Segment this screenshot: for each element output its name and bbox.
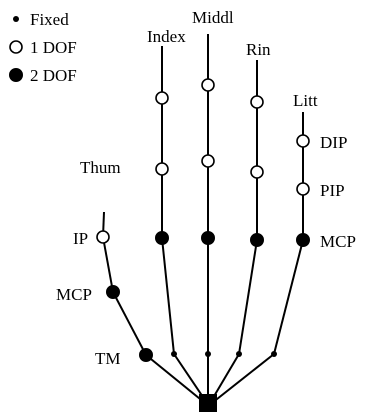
middle-mcp-joint [201, 231, 215, 245]
ring-dip-joint [250, 95, 264, 109]
joints [96, 78, 310, 362]
ring-metacarpal [238, 239, 258, 355]
middle-dip-joint [201, 78, 215, 92]
joint-label-mcp: MCP [320, 232, 356, 251]
joint-labels: DIP PIP MCP IP MCP TM [56, 133, 356, 368]
thumb-proximal [102, 236, 114, 293]
joint-label-pip: PIP [320, 181, 345, 200]
index-metacarpal [161, 237, 175, 355]
finger-label-index: Index [147, 27, 186, 46]
finger-label-little: Litt [293, 91, 318, 110]
middle-pip-joint [201, 154, 215, 168]
legend-1dof-label: 1 DOF [30, 38, 77, 57]
joint-label-dip: DIP [320, 133, 347, 152]
legend-fixed-marker [13, 16, 19, 22]
legend-2dof-label: 2 DOF [30, 66, 77, 85]
finger-label-thumb: Thum [80, 158, 121, 177]
ring-fixed-joint [236, 351, 242, 357]
thumb-mcp-joint [106, 285, 120, 299]
middle-fixed-joint [205, 351, 211, 357]
index-fixed-joint [171, 351, 177, 357]
index-dip-joint [155, 91, 169, 105]
wrist-base [199, 394, 217, 412]
thumb-metacarpal [112, 291, 147, 356]
ring-pip-joint [250, 165, 264, 179]
legend-1dof-marker [9, 40, 23, 54]
little-base-link [211, 353, 275, 404]
joint-label-ip: IP [73, 229, 88, 248]
index-mcp-joint [155, 231, 169, 245]
legend-2dof-marker [9, 68, 23, 82]
little-pip-joint [296, 182, 310, 196]
little-metacarpal [273, 239, 304, 355]
finger-label-middle: Middl [192, 8, 234, 27]
legend-fixed-label: Fixed [30, 10, 69, 29]
thumb-ip-joint [96, 230, 110, 244]
little-mcp-joint [296, 233, 310, 247]
legend: Fixed 1 DOF 2 DOF [9, 10, 77, 85]
finger-labels: Index Middl Rin Litt Thum [80, 8, 318, 177]
little-fixed-joint [271, 351, 277, 357]
joint-label-tm: TM [95, 349, 121, 368]
index-pip-joint [155, 162, 169, 176]
joint-label-mcp-thumb: MCP [56, 285, 92, 304]
little-dip-joint [296, 134, 310, 148]
finger-label-ring: Rin [246, 40, 271, 59]
ring-mcp-joint [250, 233, 264, 247]
thumb-tm-joint [139, 348, 153, 362]
thumb-base-link [145, 354, 206, 404]
bones [102, 34, 304, 404]
